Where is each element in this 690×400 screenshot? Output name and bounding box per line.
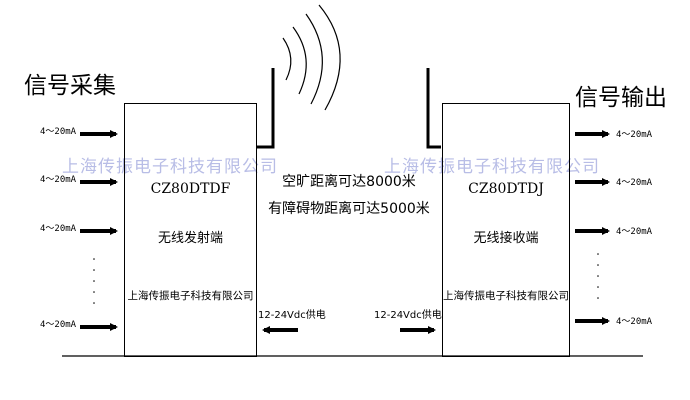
transmitter-power-label: 12-24Vdc供电 [258,310,326,321]
receiver-power-label: 12-24Vdc供电 [374,310,442,321]
range-obstructed: 有障碍物距离可达5000米 [268,201,430,217]
input-signal-label-3: 4～20mA [40,224,77,234]
radio-wave-3 [305,13,323,105]
output-signal-label-4: 4～20mA [616,317,653,327]
receiver-box [442,103,570,357]
input-signal-label-1: 4～20mA [40,127,77,137]
input-signal-label-4: 4～20mA [40,320,77,330]
output-signal-label-3: 4～20mA [616,227,653,237]
receiver-model: CZ80DTDJ [468,181,544,197]
transmitter-box [124,103,257,357]
output-signal-label-2: 4～20mA [616,178,653,188]
input-signal-label-2: 4～20mA [40,175,77,185]
receiver-name: 无线接收端 [473,231,539,246]
receiver-company: 上海传振电子科技有限公司 [443,290,569,302]
watermark-left: 上海传振电子科技有限公司 [62,157,278,177]
input-ellipsis [93,258,95,304]
transmitter-name: 无线发射端 [157,231,223,246]
transmitter-model: CZ80DTDF [150,181,231,197]
watermark-right: 上海传振电子科技有限公司 [384,157,600,177]
radio-wave-2 [292,26,307,95]
radio-wave-1 [282,37,292,81]
range-open: 空旷距离可达8000米 [282,174,416,190]
transmitter-antenna [256,68,275,149]
radio-wave-4 [318,4,341,111]
signal-acquisition-heading: 信号采集 [24,73,116,99]
transmitter-company: 上海传振电子科技有限公司 [127,290,254,302]
output-ellipsis [597,253,599,299]
signal-output-heading: 信号输出 [575,85,667,111]
output-signal-label-1: 4～20mA [616,130,653,140]
receiver-antenna [426,68,441,149]
